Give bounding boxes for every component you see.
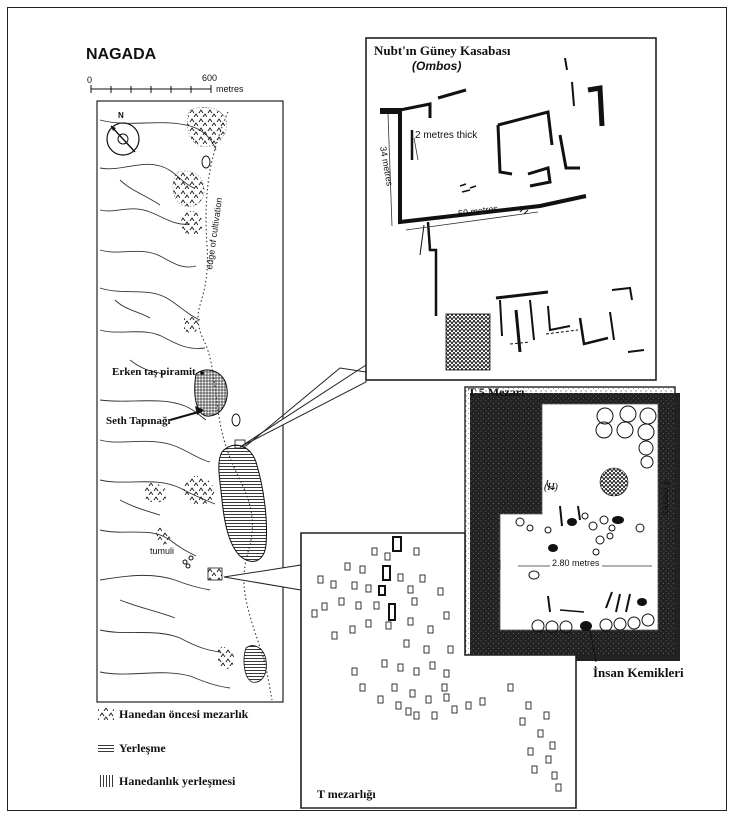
scale-unit-label: metres bbox=[216, 84, 244, 94]
cemetery-inset bbox=[300, 532, 577, 809]
tomb-inset-title: T 5 Mezarı bbox=[468, 385, 525, 399]
grave-outline bbox=[365, 584, 372, 593]
grave-outline bbox=[351, 581, 358, 590]
grave-outline bbox=[551, 771, 558, 780]
grave-outline bbox=[527, 747, 534, 756]
grave-outline bbox=[351, 667, 358, 676]
figure-frame bbox=[7, 7, 727, 811]
grave-outline bbox=[397, 663, 404, 672]
tumuli-label: tumuli bbox=[150, 546, 175, 556]
predynastic-cemetery-areas bbox=[145, 107, 235, 670]
town-inset-title: Nubt'ın Güney Kasabası bbox=[374, 43, 511, 58]
grave-outline bbox=[545, 755, 552, 764]
grave-outline bbox=[384, 552, 391, 561]
grave-outline bbox=[409, 689, 416, 698]
wadi-lines bbox=[99, 119, 231, 689]
grave-outline bbox=[407, 585, 414, 594]
temple-label: Seth Tapınağı bbox=[106, 415, 171, 427]
grave-outline bbox=[330, 580, 337, 589]
svg-text:(H): (H) bbox=[544, 482, 559, 493]
grave-outline bbox=[344, 562, 351, 571]
scale-bar bbox=[90, 85, 212, 93]
grave-outline bbox=[437, 587, 444, 596]
grave-outline bbox=[443, 693, 450, 702]
scale-start-label: 0 bbox=[87, 75, 93, 85]
grave-outline bbox=[359, 683, 366, 692]
grave-outline bbox=[419, 574, 426, 583]
grave-outline bbox=[549, 741, 556, 750]
grave-outline bbox=[338, 597, 345, 606]
dynastic-settlement-area bbox=[194, 369, 228, 417]
grave-outline bbox=[447, 645, 454, 654]
grave-outline bbox=[395, 701, 402, 710]
grave-outline bbox=[531, 765, 538, 774]
tomb-dim-4-label: 4 metres bbox=[661, 480, 671, 516]
grave-outline bbox=[349, 625, 356, 634]
grave-outline bbox=[451, 705, 458, 714]
grave-outline bbox=[555, 783, 562, 792]
grave-outline bbox=[425, 695, 432, 704]
grave-outline bbox=[331, 631, 338, 640]
legend-dynastic-settlement: Hanedanlık yerleşmesi bbox=[119, 774, 236, 788]
town-inset bbox=[365, 37, 657, 381]
grave-outline bbox=[429, 661, 436, 670]
settlement-area bbox=[218, 444, 267, 562]
legend-symbols bbox=[98, 708, 114, 787]
grave-outline bbox=[407, 617, 414, 626]
grave-outline bbox=[537, 729, 544, 738]
grave-outline bbox=[377, 695, 384, 704]
scale-end-label: 600 bbox=[202, 73, 218, 83]
grave-outline bbox=[543, 711, 550, 720]
pyramid-label: Erken taş piramit bbox=[112, 366, 196, 378]
grave-outline bbox=[441, 683, 448, 692]
wall-thickness-label: 2 metres thick bbox=[415, 130, 478, 141]
grave-outline bbox=[507, 683, 514, 692]
main-map bbox=[90, 85, 284, 703]
grave-outline bbox=[391, 683, 398, 692]
grave-outline bbox=[397, 573, 404, 582]
grave-outline bbox=[525, 701, 532, 710]
grave-outline bbox=[403, 639, 410, 648]
grave-outline bbox=[371, 547, 378, 556]
legend-settlement: Yerleşme bbox=[119, 741, 166, 755]
grave-outline bbox=[405, 707, 412, 716]
grave-outline bbox=[385, 621, 392, 630]
grave-outline bbox=[519, 717, 526, 726]
town-inset-subtitle: (Ombos) bbox=[412, 59, 462, 73]
grave-outline bbox=[423, 645, 430, 654]
grave-outline bbox=[359, 565, 366, 574]
grave-outline bbox=[413, 711, 420, 720]
grave-outline bbox=[443, 611, 450, 620]
legend-predynastic-cemetery: Hanedan öncesi mezarlık bbox=[119, 707, 249, 721]
grave-outline bbox=[355, 601, 362, 610]
grave-outline bbox=[381, 659, 388, 668]
grave-outline bbox=[311, 609, 318, 618]
grave-outline bbox=[427, 625, 434, 634]
grave-outline bbox=[443, 669, 450, 678]
north-label: N bbox=[118, 111, 124, 120]
grave-outline bbox=[413, 547, 420, 556]
grave-outline bbox=[465, 701, 472, 710]
tomb-inset: (H) bbox=[464, 386, 680, 663]
map-title: NAGADA bbox=[86, 46, 157, 63]
grave-outline bbox=[479, 697, 486, 706]
human-bones-label: İnsan Kemikleri bbox=[593, 665, 684, 680]
cemetery-inset-title: T mezarlığı bbox=[317, 787, 376, 801]
grave-outline bbox=[411, 597, 418, 606]
grave-outline bbox=[413, 667, 420, 676]
tomb-dim-280-label: 2.80 metres bbox=[550, 558, 602, 568]
grave-outline bbox=[373, 601, 380, 610]
grave-outline bbox=[365, 619, 372, 628]
grave-outline bbox=[431, 711, 438, 720]
grave-outline bbox=[321, 602, 328, 611]
grave-outline bbox=[317, 575, 324, 584]
